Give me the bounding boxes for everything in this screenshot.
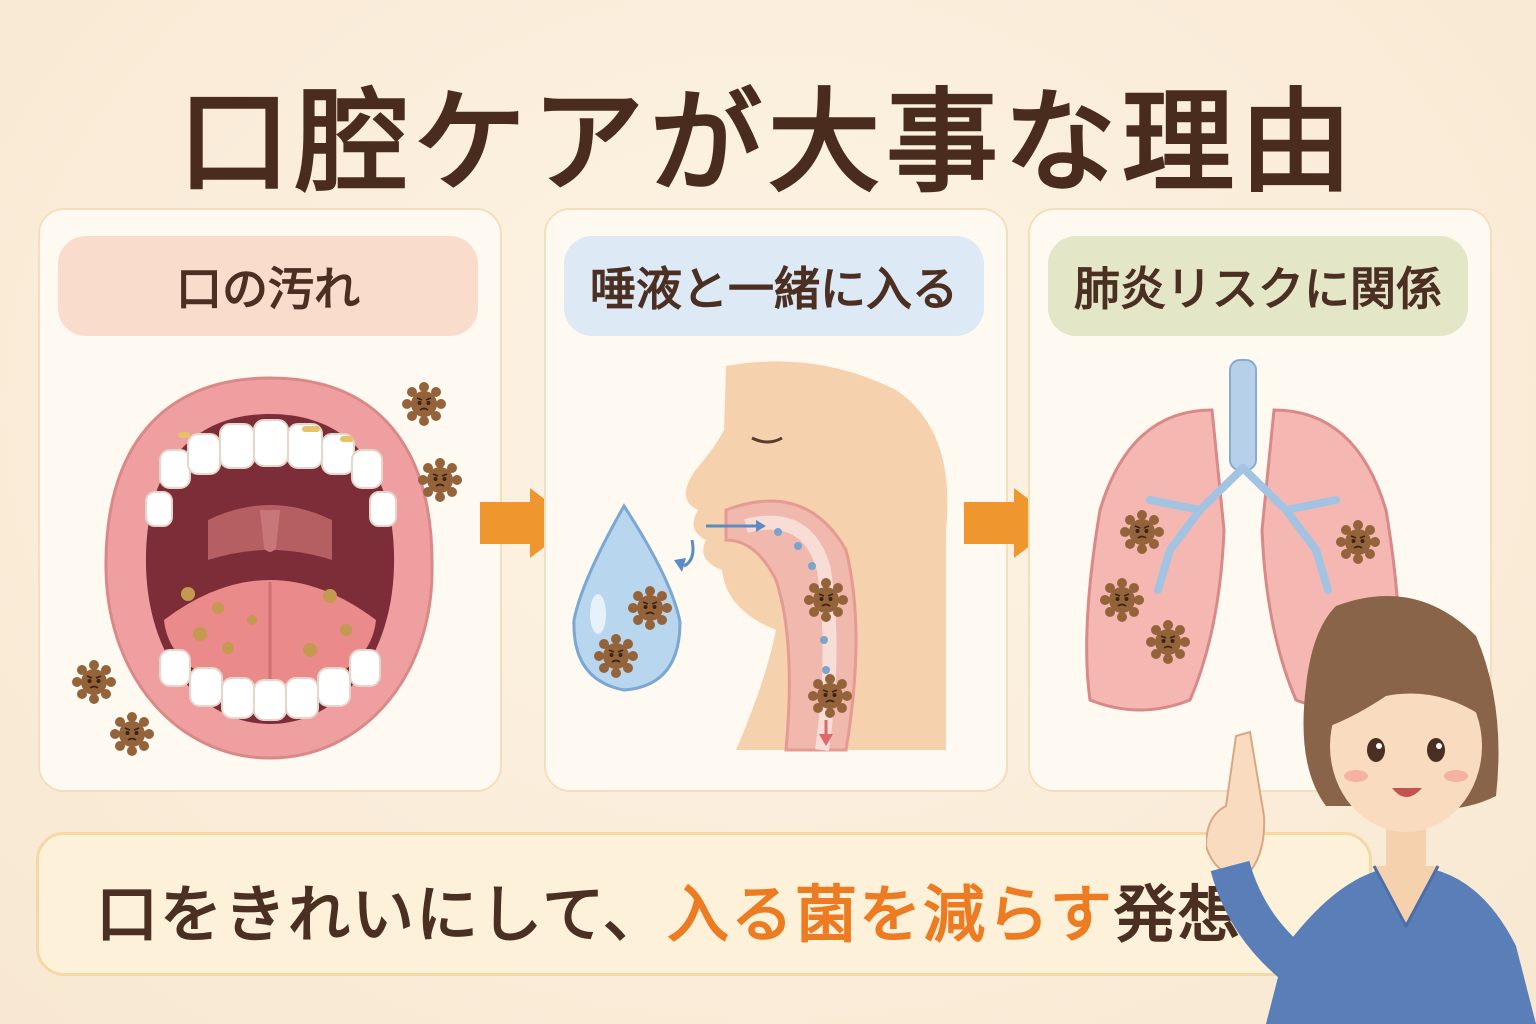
panel-saliva-entry: 唾液と一緒に入る	[544, 208, 1008, 792]
summary-banner	[36, 832, 1372, 976]
panel-label-saliva-entry: 唾液と一緒に入る	[564, 236, 984, 336]
summary-text: 口をきれいにして、入る菌を減らす発想	[96, 864, 1242, 954]
panel-oral-dirt: 口の汚れ	[38, 208, 502, 792]
mouth-illustration	[71, 376, 463, 760]
panel-label-pneumonia-risk: 肺炎リスクに関係	[1048, 236, 1468, 336]
summary-highlight: 入る菌を減らす	[667, 878, 1114, 951]
throat-illustration	[572, 361, 948, 752]
panel-pneumonia-risk: 肺炎リスクに関係	[1028, 208, 1492, 792]
summary-text-start: 口をきれいにして、	[96, 878, 668, 951]
nurse-pointing-illustration	[1206, 596, 1536, 1024]
page-title: 口腔ケアが大事な理由	[178, 78, 1358, 208]
panel-label-oral-dirt: 口の汚れ	[58, 236, 478, 336]
